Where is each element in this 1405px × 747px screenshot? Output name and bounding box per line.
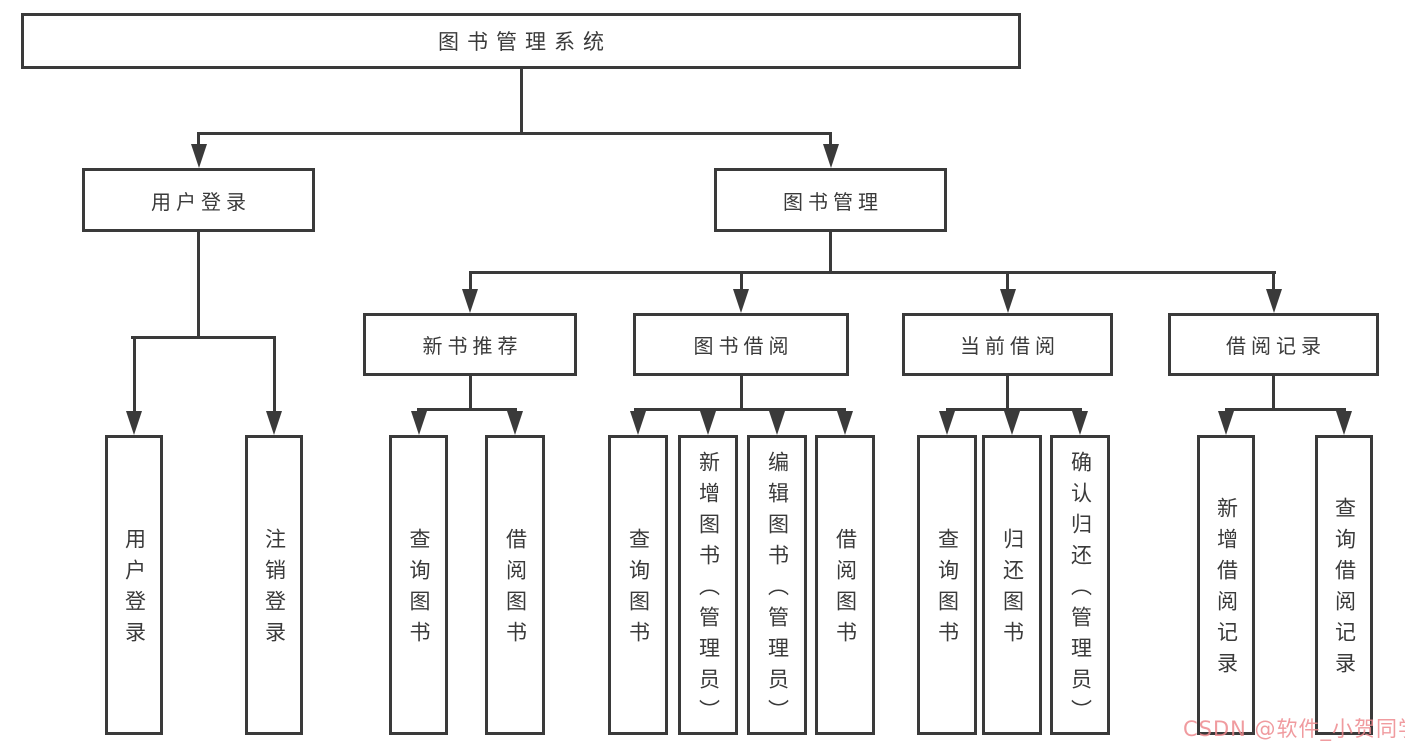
- node-book-management: 图书管理: [714, 168, 947, 232]
- node-user-login: 用户登录: [82, 168, 315, 232]
- node-user-login-label: 用户登录: [151, 189, 251, 214]
- connector-book-management-stub: [829, 232, 832, 274]
- leaf-nb-query-books-label: 查询图书: [407, 528, 431, 652]
- connector-borrow-records-stub: [1272, 376, 1275, 411]
- leaf-user-login: 用户登录: [105, 435, 163, 735]
- connector-new-book-stub: [468, 376, 472, 411]
- arrow-bb-borrow-icon: [837, 411, 853, 435]
- connector-level2-stem-1: [468, 271, 472, 293]
- leaf-cb-confirm-return-admin-label: 确认归还（管理员）: [1068, 450, 1093, 730]
- connector-book-borrow-splitter: [634, 408, 846, 411]
- leaf-br-query-record: 查询借阅记录: [1315, 435, 1373, 735]
- arrow-cb-query-icon: [939, 411, 955, 435]
- connector-current-borrow-splitter: [945, 408, 1082, 411]
- node-book-management-label: 图书管理: [783, 189, 883, 214]
- node-root: 图书管理系统: [21, 13, 1021, 69]
- arrow-borrow-records-icon: [1265, 289, 1282, 313]
- arrow-cb-return-icon: [1004, 411, 1020, 435]
- leaf-bb-edit-book-admin: 编辑图书（管理员）: [747, 435, 807, 735]
- arrow-nb-borrow-icon: [507, 411, 523, 435]
- connector-level2-stem-3: [1006, 271, 1009, 293]
- connector-level1-left-stem: [197, 132, 200, 148]
- leaf-logout: 注销登录: [245, 435, 303, 735]
- connector-new-book-splitter: [417, 408, 517, 411]
- arrow-leaf-user-login-icon: [126, 411, 142, 435]
- leaf-logout-label: 注销登录: [262, 528, 287, 652]
- leaf-cb-query-books-label: 查询图书: [935, 528, 960, 652]
- leaf-bb-edit-book-admin-label: 编辑图书（管理员）: [765, 450, 790, 730]
- connector-user-login-drop-1: [132, 336, 136, 414]
- node-borrow-records-label: 借阅记录: [1226, 334, 1326, 358]
- leaf-bb-query-books-label: 查询图书: [626, 528, 651, 652]
- arrow-br-query-icon: [1336, 411, 1352, 435]
- leaf-nb-borrow-books-label: 借阅图书: [503, 528, 528, 652]
- leaf-nb-query-books: 查询图书: [389, 435, 448, 735]
- leaf-user-login-label: 用户登录: [122, 528, 147, 652]
- connector-level2-stem-2: [739, 271, 743, 293]
- node-current-borrow-label: 当前借阅: [960, 334, 1060, 358]
- leaf-cb-return-book-label: 归还图书: [1000, 528, 1025, 652]
- leaf-cb-confirm-return-admin: 确认归还（管理员）: [1050, 435, 1110, 735]
- leaf-bb-borrow-books-label: 借阅图书: [833, 528, 858, 652]
- connector-current-borrow-stub: [1006, 376, 1009, 411]
- arrow-current-borrow-icon: [999, 289, 1016, 313]
- leaf-cb-return-book: 归还图书: [982, 435, 1042, 735]
- leaf-br-add-record-label: 新增借阅记录: [1214, 497, 1239, 683]
- node-root-label: 图书管理系统: [438, 30, 612, 54]
- arrow-leaf-logout-icon: [266, 411, 282, 435]
- leaf-br-add-record: 新增借阅记录: [1197, 435, 1255, 735]
- leaf-bb-borrow-books: 借阅图书: [815, 435, 875, 735]
- connector-book-borrow-stub: [739, 376, 743, 411]
- arrow-bb-add-icon: [700, 411, 716, 435]
- arrow-cb-confirm-icon: [1072, 411, 1088, 435]
- leaf-nb-borrow-books: 借阅图书: [485, 435, 545, 735]
- connector-level1-right-stem: [829, 132, 832, 148]
- connector-user-login-drop-2: [272, 336, 276, 414]
- leaf-cb-query-books: 查询图书: [917, 435, 977, 735]
- arrow-user-login-icon: [190, 144, 207, 168]
- connector-user-login-splitter: [131, 336, 276, 339]
- connector-level2-hline: [468, 271, 1276, 274]
- arrow-nb-query-icon: [410, 411, 427, 435]
- leaf-br-query-record-label: 查询借阅记录: [1332, 497, 1357, 683]
- arrow-new-book-recommend-icon: [462, 289, 478, 313]
- node-book-borrow: 图书借阅: [633, 313, 849, 376]
- connector-root-stub: [519, 69, 523, 135]
- arrow-br-add-icon: [1218, 411, 1234, 435]
- csdn-watermark: CSDN @软件_小贺同学: [1183, 717, 1405, 741]
- node-new-book-recommend-label: 新书推荐: [422, 334, 523, 358]
- arrow-book-borrow-icon: [733, 289, 749, 313]
- connector-level2-stem-4: [1272, 271, 1275, 293]
- arrow-bb-query-icon: [630, 411, 646, 435]
- leaf-bb-query-books: 查询图书: [608, 435, 668, 735]
- node-borrow-records: 借阅记录: [1168, 313, 1379, 376]
- connector-user-login-stub: [197, 232, 200, 339]
- arrow-bb-edit-icon: [769, 411, 785, 435]
- node-new-book-recommend: 新书推荐: [363, 313, 577, 376]
- node-book-borrow-label: 图书借阅: [693, 334, 794, 358]
- leaf-bb-add-book-admin: 新增图书（管理员）: [678, 435, 738, 735]
- connector-level1-hline: [197, 132, 832, 135]
- arrow-book-management-icon: [822, 144, 839, 168]
- node-current-borrow: 当前借阅: [902, 313, 1113, 376]
- connector-borrow-records-splitter: [1224, 408, 1346, 411]
- leaf-bb-add-book-admin-label: 新增图书（管理员）: [696, 450, 721, 730]
